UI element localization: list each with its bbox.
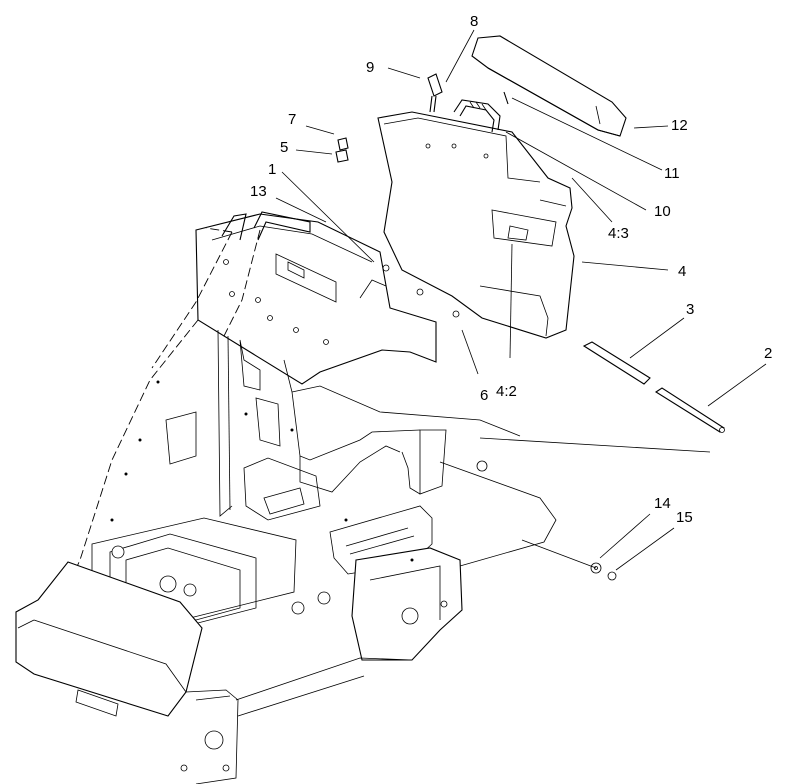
callout-1: 1 <box>268 161 277 178</box>
callout-9: 9 <box>366 59 375 76</box>
callout-11: 11 <box>664 165 680 182</box>
seat-panel <box>377 111 575 339</box>
small-hardware <box>590 562 617 581</box>
frame <box>15 227 711 784</box>
seat-cushion <box>471 35 627 137</box>
callout-3: 3 <box>686 301 695 318</box>
callout-7: 7 <box>288 111 297 128</box>
callout-15: 15 <box>676 509 693 526</box>
callout-14: 14 <box>654 495 671 512</box>
rivets <box>110 380 414 562</box>
callout-10: 10 <box>654 203 671 220</box>
handle <box>453 99 501 133</box>
callout-13: 13 <box>250 183 267 200</box>
console <box>195 211 437 385</box>
callout-4: 4 <box>678 263 687 280</box>
callout-6-label: 6 <box>480 387 489 404</box>
callout-12: 12 <box>671 117 688 134</box>
label-4-2: 4:2 <box>496 383 517 400</box>
leader-lines <box>275 29 767 571</box>
callout-4-3: 4:3 <box>608 225 629 242</box>
callout-8: 8 <box>470 13 479 30</box>
callout-2: 2 <box>764 345 773 362</box>
callout-5: 5 <box>280 139 289 156</box>
rod-assembly <box>582 341 725 433</box>
